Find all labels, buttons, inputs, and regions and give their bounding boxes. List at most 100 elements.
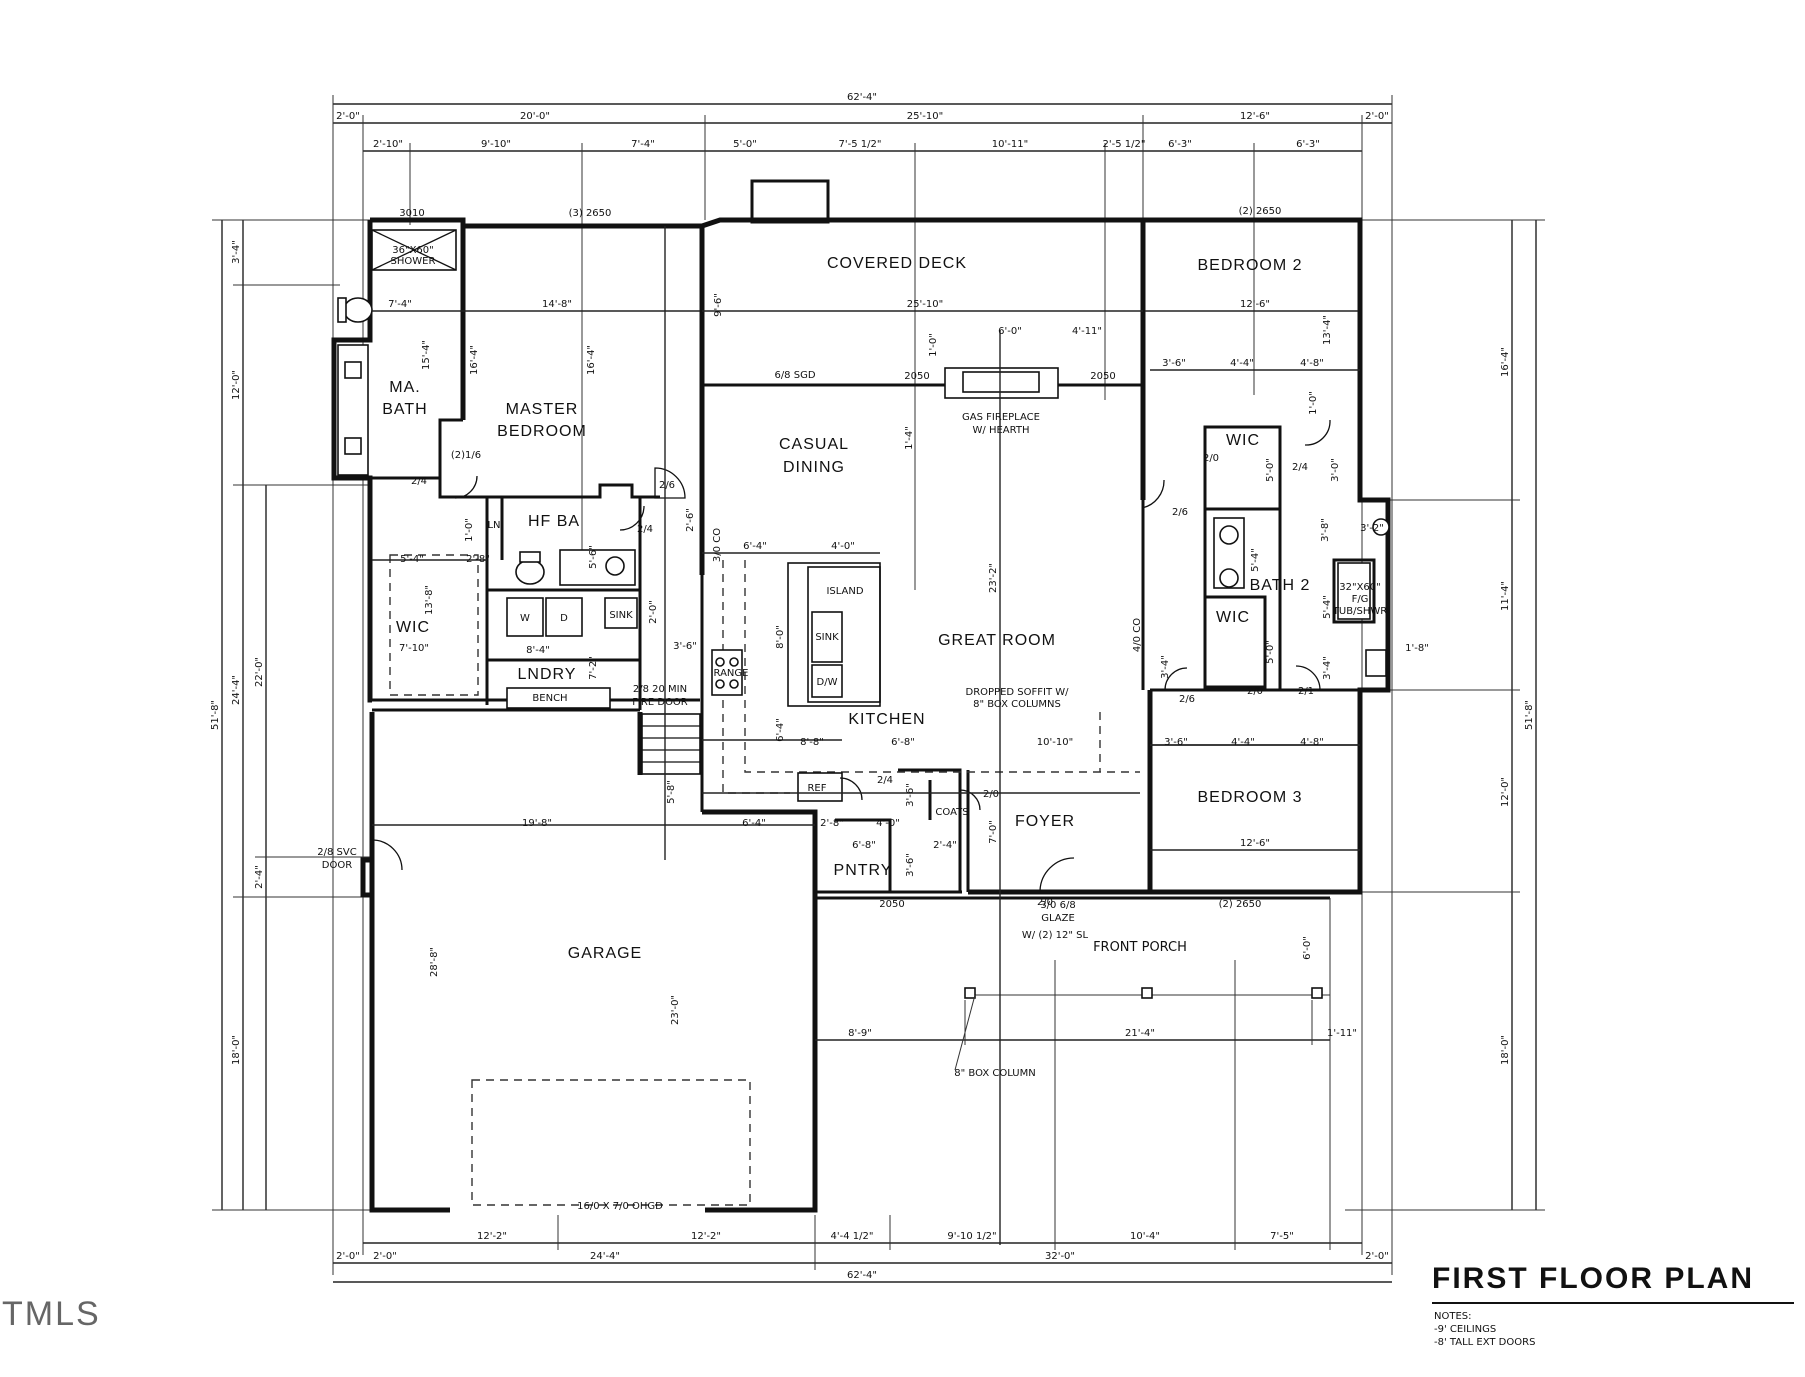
dim-b2-depth: 13'-4" [1322, 315, 1333, 345]
label-tub-2: F/G [1352, 594, 1369, 605]
dim-bot-3: 24'-4" [590, 1251, 620, 1262]
label-shower-1: 36"X60" [392, 245, 434, 256]
dim-porch-b: 21'-4" [1125, 1028, 1155, 1039]
dim-right-1: 16'-4" [1500, 347, 1511, 377]
box-column [1141, 987, 1153, 999]
dim-hf-a: 5'-6" [588, 545, 599, 569]
label-front-door-2: GLAZE [1041, 913, 1075, 924]
dim-hf-c: 2'-0" [648, 600, 659, 624]
label-window-2-2650-top: (2) 2650 [1239, 206, 1282, 217]
dim-bot-4: 32'-0" [1045, 1251, 1075, 1262]
label-dishwasher: D/W [817, 677, 838, 688]
dim-ma-depth: 15'-4" [421, 340, 432, 370]
dim-bot2-2: 12'-2" [691, 1231, 721, 1242]
dim-left-outer: 51'-8" [210, 700, 221, 730]
interior-dimensions: 7'-4" 14'-8" 25'-10" 12'-6" 15'-4" 16'-4… [372, 226, 1429, 1245]
room-covered-deck: COVERED DECK [827, 255, 967, 272]
dim-fireplace-offset: 4'-11" [1072, 326, 1102, 337]
room-laundry: LNDRY [518, 666, 577, 683]
dim-garage-b: 6'-4" [742, 818, 766, 829]
toilet [343, 297, 373, 323]
label-tub-3: TUB/SHWR [1332, 606, 1387, 617]
dim-left-3: 22'-0" [254, 657, 265, 687]
note-item: -8' TALL EXT DOORS [1434, 1337, 1536, 1348]
dim-bot-1: 2'-0" [336, 1251, 360, 1262]
label-range: RANGE [714, 668, 749, 679]
dim-left-4: 2'-4" [254, 865, 265, 889]
dim-top-5: 2'-0" [1365, 111, 1389, 122]
label-linen: LN [487, 520, 500, 531]
room-pantry: PNTRY [834, 862, 893, 879]
dim-b2-b: 4'-4" [1230, 358, 1254, 369]
label-window-2-2650-bot: (2) 2650 [1219, 899, 1262, 910]
dashed-elements [389, 554, 1140, 1206]
label-cased-opening-1: 3/0 CO [712, 528, 723, 562]
dim-right-2: 11'-4" [1500, 581, 1511, 611]
garage-stairs [641, 713, 701, 775]
dim-b2-a: 3'-6" [1162, 358, 1186, 369]
room-master-2: BEDROOM [497, 423, 587, 440]
label-window-2050-b: 2050 [1090, 371, 1115, 382]
label-door-21: 2/1 [1298, 686, 1314, 697]
dim-b3-width: 12'-6" [1240, 838, 1270, 849]
dim-top2-4: 5'-0" [733, 139, 757, 150]
dim-porch-a: 8'-9" [848, 1028, 872, 1039]
dim-b2-i: 5'-4" [1250, 548, 1261, 572]
notes-heading: NOTES: [1434, 1311, 1472, 1322]
label-door-20c: 2/0 [983, 789, 999, 800]
dim-porch-depth: 6'-0" [1302, 936, 1313, 960]
dim-kitchen-c: 8'-0" [775, 625, 786, 649]
dim-pantry-b: 4'-0" [876, 818, 900, 829]
dim-right-outer: 51'-8" [1524, 700, 1535, 730]
title-underline [1432, 1302, 1794, 1304]
dim-top2-5: 7'-5 1/2" [839, 139, 882, 150]
dim-wic-c: 13'-8" [424, 585, 435, 615]
bottom-dimensions: 12'-2" 12'-2" 4'-4 1/2" 9'-10 1/2" 10'-4… [333, 960, 1392, 1283]
dim-fireplace-hearth: 1'-4" [904, 426, 915, 450]
room-hf-ba: HF BA [528, 513, 580, 530]
dim-b2-j: 5'-4" [1322, 595, 1333, 619]
dim-deck-depth: 9'-6" [713, 293, 724, 317]
dim-b2-k: 5'-0" [1265, 458, 1276, 482]
room-great-room: GREAT ROOM [938, 632, 1056, 649]
dim-top2-8: 6'-3" [1168, 139, 1192, 150]
label-front-door-1: 3/0 6/8 [1040, 900, 1075, 911]
label-sliding-door: 6/8 SGD [774, 370, 815, 381]
dim-kitchen-d: 6'-4" [775, 718, 786, 742]
label-ref: REF [807, 783, 826, 794]
dim-b3-c: 4'-8" [1300, 737, 1324, 748]
dim-right-3: 12'-0" [1500, 777, 1511, 807]
dim-bot2-4: 9'-10 1/2" [947, 1231, 996, 1242]
dim-laundry-a: 8'-4" [526, 645, 550, 656]
room-bedroom-2: BEDROOM 2 [1197, 257, 1302, 274]
label-door-26b: 2/6 [1172, 507, 1188, 518]
dim-pantry-d: 2'-4" [933, 840, 957, 851]
dim-b2-l: 5'-0" [1265, 640, 1276, 664]
room-wic-b2a: WIC [1226, 432, 1260, 449]
room-garage: GARAGE [568, 945, 642, 962]
label-box-column: 8" BOX COLUMN [954, 1068, 1035, 1079]
doors [371, 419, 1331, 893]
dim-b2-width: 12'-6" [1240, 299, 1270, 310]
dim-bot-5: 2'-0" [1365, 1251, 1389, 1262]
dryer [545, 597, 583, 637]
label-door-26a: 2/6 [659, 480, 675, 491]
box-column [964, 987, 976, 999]
refrigerator [797, 772, 843, 802]
dim-fireplace-depth: 1'-0" [928, 333, 939, 357]
dim-left-5: 18'-0" [231, 1035, 242, 1065]
plan-title: FIRST FLOOR PLAN [1432, 1262, 1754, 1295]
room-front-porch: FRONT PORCH [1093, 940, 1187, 955]
room-bedroom-3: BEDROOM 3 [1197, 789, 1302, 806]
dim-foyer-depth: 7'-0" [988, 820, 999, 844]
dim-deck-width: 25'-10" [907, 299, 943, 310]
dim-b2-e: 1'-0" [1308, 391, 1319, 415]
label-kitchen-sink: SINK [815, 632, 839, 643]
room-kitchen: KITCHEN [848, 711, 925, 728]
label-tub-1: 32"X60" [1339, 582, 1381, 593]
dim-b2-f: 3'-0" [1330, 458, 1341, 482]
dim-garage-a: 19'-8" [522, 818, 552, 829]
label-fire-door-2: FIRE DOOR [632, 697, 688, 708]
dim-b2-n: 3'-4" [1322, 656, 1333, 680]
